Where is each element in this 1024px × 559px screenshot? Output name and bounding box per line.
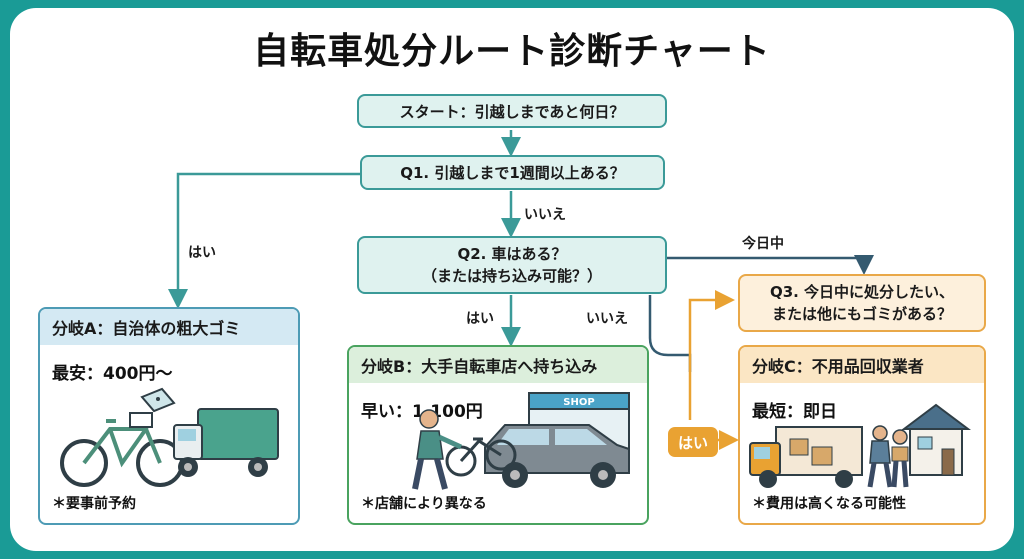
branch-a-note: ＊要事前予約 [52,496,136,512]
start-node: スタート：引越しまであと何日？ [357,94,667,128]
branch-a-card: 分岐A：自治体の粗大ゴミ 最安：400円〜 ＊要事前予約 [38,307,300,525]
person-icon [412,409,463,490]
moving-truck-icon [749,426,863,488]
branch-c-title: 分岐C：不用品回収業者 [740,347,984,383]
page-title: 自転車処分ルート診断チャート [253,31,771,72]
q2-text-line2: （または持ち込み可能？） [421,267,602,285]
q3-text-line2: または他にもゴミがある？ [771,305,952,323]
q3-node: Q3. 今日中に処分したい、 または他にもゴミがある？ [738,274,986,332]
bicycle-icon [60,412,184,487]
house-icon [901,403,971,476]
edge-label-q2-yes: はい [466,311,494,327]
q3-text-line1: Q3. 今日中に処分したい、 [769,283,955,301]
branch-b-illustration: SHOP [412,392,630,490]
q2-text-line1: Q2. 車はある？ [457,245,567,263]
branch-b-note: ＊店舗により異なる [361,496,487,512]
branch-a-illustration [60,387,279,487]
branch-a-price: 最安：400円〜 [52,364,173,384]
edge-label-q1-no: いいえ [524,207,566,223]
edge-label-today: 今日中 [742,236,784,252]
branch-b-title: 分岐B：大手自転車店へ持ち込み [349,347,647,383]
q2-node: Q2. 車はある？ （または持ち込み可能？） [357,236,667,294]
branch-b-price: 早い：1,100円 [361,402,483,422]
edge-label-q2-no: いいえ [586,311,628,327]
suv-icon [484,424,630,488]
price-tag-icon [140,387,176,413]
edge-label-q3-yes: はい [668,427,718,457]
q1-node: Q1. 引越しまで1週間以上ある？ [360,155,665,190]
branch-a-title: 分岐A：自治体の粗大ゴミ [40,309,298,345]
edge-q2-q3 [666,255,874,275]
edge-label-q1-yes: はい [188,245,216,261]
edge-q2-c [648,295,692,372]
branch-c-card: 分岐C：不用品回収業者 最短：即日 ＊費用は高くなる可能性 [738,345,986,525]
branch-b-card: 分岐B：大手自転車店へ持ち込み 早い：1,100円 SHOP ＊ [347,345,649,525]
worker-icon [867,425,909,488]
branch-c-price: 最短：即日 [752,402,837,422]
edge-q1-a [168,172,360,309]
branch-c-illustration [749,403,971,488]
q1-text: Q1. 引越しまで1週間以上ある？ [400,164,625,182]
edge-q3-yes-up [688,290,735,420]
shop-sign: SHOP [563,397,594,408]
start-text: スタート：引越しまであと何日？ [399,102,625,121]
branch-c-note: ＊費用は高くなる可能性 [752,496,906,512]
garbage-truck-icon [173,408,279,477]
